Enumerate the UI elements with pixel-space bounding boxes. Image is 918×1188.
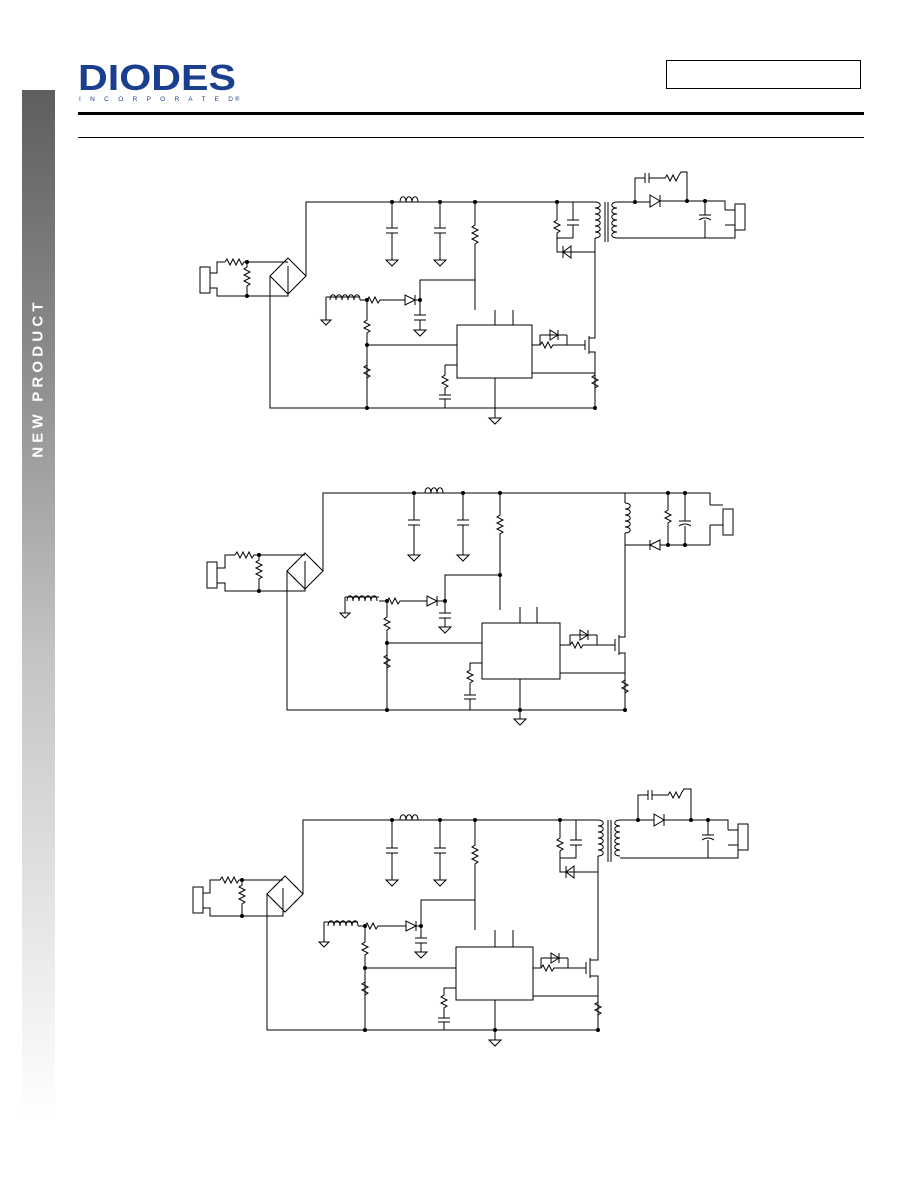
ac-input-connector [206,561,218,589]
led-output-connector [737,823,749,851]
flyback-circuit-2 [188,788,763,1050]
ground-1 [487,378,503,425]
feedback-divider [362,300,372,408]
buck-boost-inductor [624,502,631,534]
power-mosfet [585,872,599,1030]
transformer [597,819,604,857]
logo-subtitle: I N C O R P O R A T E D [79,96,233,103]
input-inductor [399,814,419,821]
buck-boost-circuit [195,485,765,730]
logo-mark: ® [235,96,240,103]
output-diode [649,194,661,208]
startup-resistor [495,493,505,610]
cs-rc [439,364,457,408]
logo-brand: DIODES [78,58,236,98]
controller-ic [456,324,533,379]
output-diode [653,813,665,827]
power-mosfet [584,252,596,408]
input-inductor [399,196,419,203]
sidebar-label: NEW PRODUCT [29,298,47,458]
controller-ic [455,946,534,1001]
power-mosfet [614,535,626,710]
ac-input-connector [192,886,204,914]
header-rule-thin [78,137,864,138]
startup-resistor [470,820,480,930]
input-cap-1 [386,202,398,260]
sense-resistor [590,374,600,408]
controller-ic [481,622,561,680]
output-cap [698,201,712,238]
sidebar-band [22,90,55,1120]
secondary-rc-snubber [634,171,688,202]
input-resistor [224,257,288,267]
gate-diode [539,329,568,345]
aux-diode [404,294,417,306]
bridge-rectifier [266,875,304,913]
diodes-logo: DIODES I N C O R P O R A T E D ® [78,57,243,104]
startup-resistor [470,202,480,310]
part-number-box [666,60,861,89]
input-cap-2 [434,202,446,260]
led-output-connector [722,508,734,536]
flyback-circuit-1 [195,170,765,430]
aux-winding [329,294,361,301]
aux-winding [327,920,359,927]
x-resistor [242,262,252,296]
vcc-cap [412,300,428,337]
led-output-connector [734,203,746,231]
snubber-rc [557,202,579,239]
input-inductor [424,487,444,494]
aux-winding [346,595,378,602]
ac-input-connector [199,266,211,294]
header-rule-thick [78,112,864,115]
transformer [594,201,601,239]
snubber-diode [562,245,572,259]
output-diode [648,539,661,551]
